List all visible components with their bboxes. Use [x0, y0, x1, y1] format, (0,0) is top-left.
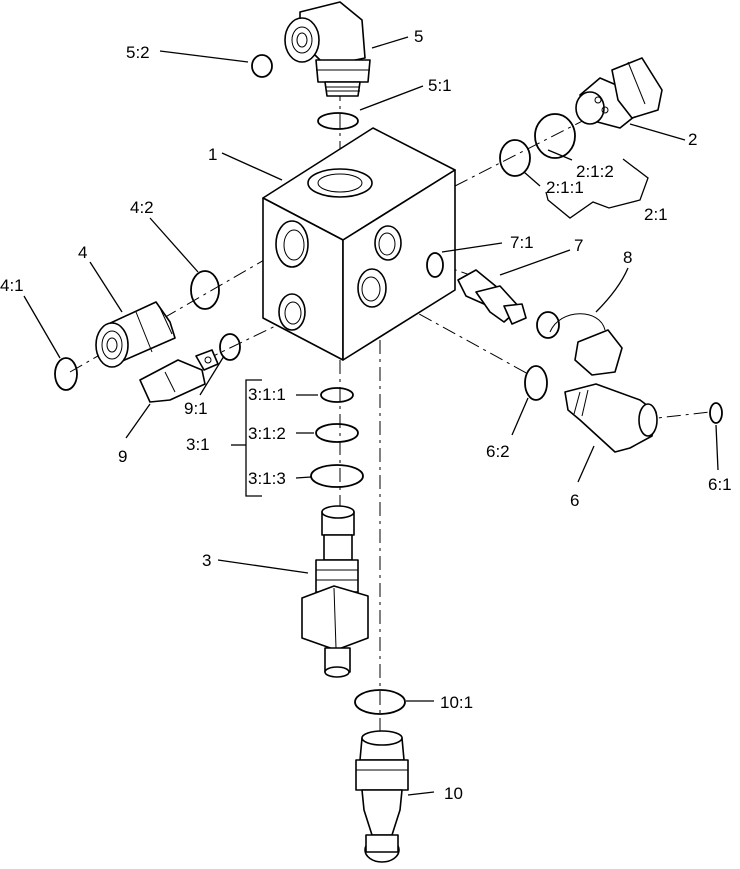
o-ring-6-1 — [709, 402, 723, 424]
callout-6-1: 6:1 — [708, 475, 732, 494]
manifold-block — [262, 127, 456, 361]
cartridge-valve-part-3 — [301, 505, 369, 678]
callout-3: 3 — [202, 551, 211, 570]
callout-10: 10 — [444, 784, 463, 803]
callout-4-2: 4:2 — [130, 198, 154, 217]
callout-5-2: 5:2 — [126, 43, 150, 62]
o-ring-7-1 — [426, 252, 444, 278]
o-ring-9-1 — [219, 333, 241, 361]
callout-8: 8 — [623, 248, 632, 267]
fitting-part-4 — [95, 301, 176, 368]
callout-4-1: 4:1 — [0, 276, 24, 295]
callout-3-1-3: 3:1:3 — [248, 469, 286, 488]
o-ring-3-1-2 — [315, 423, 359, 443]
callout-6: 6 — [570, 491, 579, 510]
callout-7-1: 7:1 — [510, 233, 534, 252]
callout-4: 4 — [78, 243, 87, 262]
o-ring-4-1 — [54, 357, 78, 391]
o-ring-5-1 — [317, 112, 359, 130]
o-ring-2-1-2 — [534, 113, 576, 159]
plug-part-2 — [575, 57, 663, 129]
callout-6-2: 6:2 — [486, 442, 510, 461]
callout-9-1: 9:1 — [184, 399, 208, 418]
callout-7: 7 — [574, 236, 583, 255]
o-ring-10-1 — [354, 689, 406, 715]
callout-2-1-2: 2:1:2 — [576, 162, 614, 181]
callout-2-1-1: 2:1:1 — [546, 178, 584, 197]
fitting-part-10 — [355, 730, 409, 863]
callout-2-1: 2:1 — [644, 205, 668, 224]
o-ring-3-1-1 — [320, 387, 354, 403]
callout-9: 9 — [118, 447, 127, 466]
elbow-fitting-top — [284, 1, 371, 97]
o-ring-4-2 — [190, 270, 220, 310]
callout-2: 2 — [688, 130, 697, 149]
leader-lines — [23, 36, 719, 796]
needle-valve-part-9 — [139, 349, 219, 403]
o-ring-3-1-3 — [310, 464, 364, 488]
elbow-part-6 — [564, 383, 658, 453]
callout-3-1-1: 3:1:1 — [248, 385, 286, 404]
callout-3-1: 3:1 — [186, 435, 210, 454]
o-ring-6-2 — [524, 365, 548, 401]
callout-10-1: 10:1 — [440, 693, 473, 712]
callout-5: 5 — [414, 27, 423, 46]
o-ring-2-1-1 — [499, 139, 531, 177]
o-ring-5-2 — [251, 54, 273, 78]
callout-labels: 5:2 5 5:1 1 2 2:1:2 2:1:1 2:1 4:2 4 4:1 … — [0, 27, 732, 803]
dust-cap-part-8 — [536, 311, 623, 376]
callout-1: 1 — [208, 145, 217, 164]
callout-3-1-2: 3:1:2 — [248, 424, 286, 443]
callout-5-1: 5:1 — [428, 76, 452, 95]
test-port-part-7 — [457, 269, 527, 325]
